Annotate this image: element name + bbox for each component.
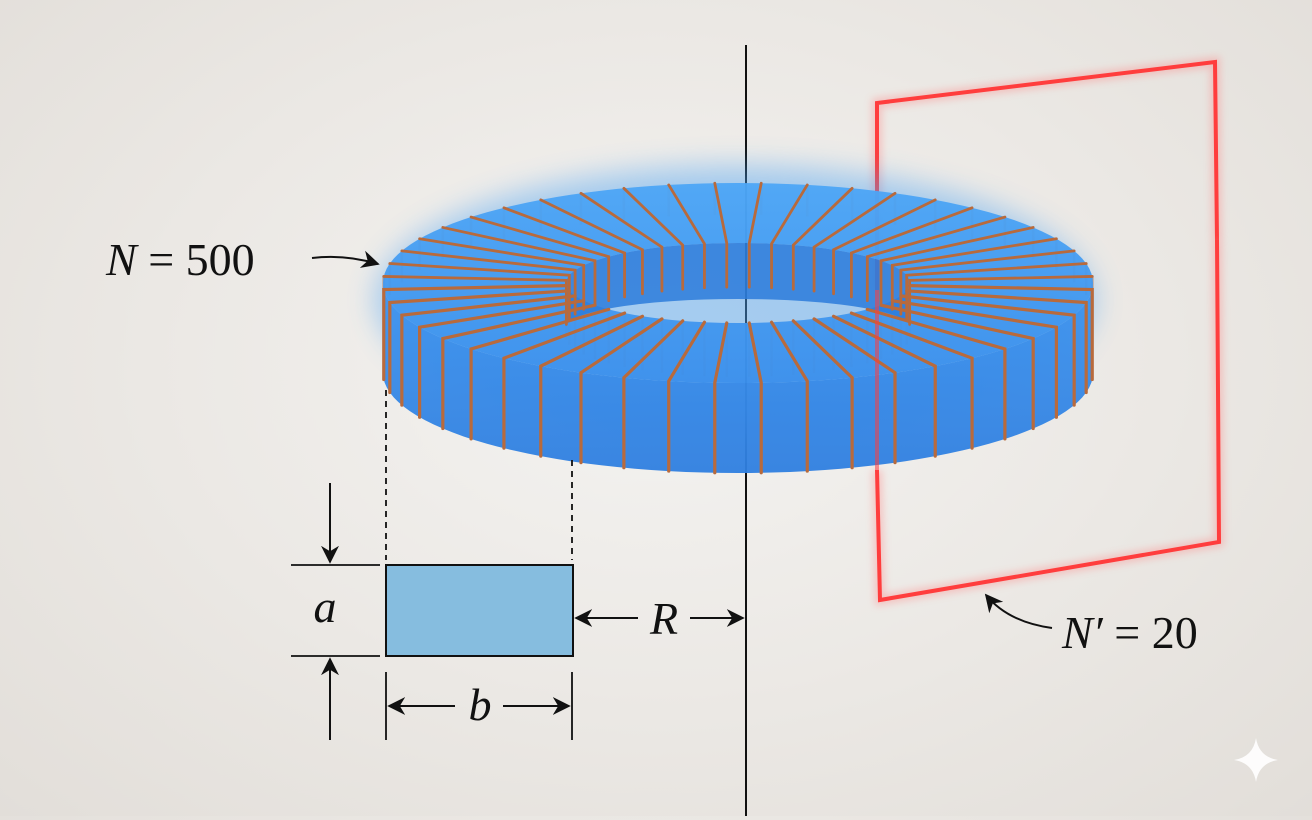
winding-turn xyxy=(791,186,854,291)
primary-turns-symbol: N xyxy=(105,234,139,285)
label-secondary-turns: N′ = 20 xyxy=(984,593,1198,658)
secondary-loop-front xyxy=(872,239,1225,606)
winding-turn xyxy=(747,321,763,475)
svg-text:N′ = 20: N′ = 20 xyxy=(1061,607,1198,658)
winding-turn xyxy=(899,294,1076,407)
toroid-top-surface xyxy=(383,183,1093,383)
primary-turns-value: = 500 xyxy=(137,234,255,285)
label-b: b xyxy=(469,679,492,730)
winding-turn xyxy=(502,206,626,299)
winding-turn xyxy=(667,183,706,290)
label-r: R xyxy=(649,593,678,644)
sparkle-icon xyxy=(1234,738,1278,782)
winding-turn xyxy=(770,183,809,290)
winding-front xyxy=(382,181,1094,475)
winding-turn xyxy=(890,299,1058,419)
toroid-side-surface xyxy=(383,283,1093,473)
winding-turn xyxy=(539,198,644,296)
winding-turn xyxy=(831,314,937,458)
winding-turn xyxy=(865,215,1007,303)
winding-turn xyxy=(865,307,1007,441)
winding-turn xyxy=(418,299,586,419)
winding-turn xyxy=(832,198,937,296)
winding-turn xyxy=(469,307,611,441)
winding-turn xyxy=(622,319,685,470)
svg-text:N = 500: N = 500 xyxy=(105,234,255,285)
label-a: a xyxy=(314,581,337,632)
winding-turn xyxy=(812,317,897,465)
winding-turn xyxy=(388,262,571,321)
winding-turn xyxy=(579,317,664,465)
dimension-a: a xyxy=(291,483,380,740)
winding-turn xyxy=(890,237,1058,311)
winding-turn xyxy=(388,289,571,395)
winding-turn xyxy=(400,294,577,407)
winding-turn xyxy=(469,215,611,303)
winding-turn xyxy=(382,275,568,326)
secondary-turns-symbol: N′ xyxy=(1061,607,1104,658)
winding-turn xyxy=(791,319,854,470)
winding-turn xyxy=(908,275,1094,326)
winding-turn xyxy=(382,284,568,382)
winding-turn xyxy=(769,320,809,473)
winding-turn xyxy=(905,289,1088,395)
dimension-r: R xyxy=(574,593,745,644)
winding-turn xyxy=(441,303,597,431)
winding-turn xyxy=(905,262,1088,321)
winding-turn xyxy=(713,321,729,475)
winding-turn xyxy=(879,226,1035,307)
winding-turn xyxy=(400,249,577,316)
winding-turn xyxy=(879,303,1035,431)
winding-turn xyxy=(418,237,586,311)
winding-turn xyxy=(502,311,627,450)
secondary-turns-value: = 20 xyxy=(1103,607,1198,658)
winding-turn xyxy=(908,284,1094,382)
winding-turn xyxy=(667,320,707,473)
winding-turn xyxy=(899,249,1076,316)
winding-turn xyxy=(849,311,974,450)
toroid-core xyxy=(375,165,1095,475)
winding-turn xyxy=(850,206,974,299)
label-primary-turns: N = 500 xyxy=(105,234,380,285)
winding-turn xyxy=(441,226,597,307)
toroid-inner-wall xyxy=(566,243,910,327)
dimension-b: b xyxy=(385,672,573,740)
winding-turn xyxy=(812,191,897,293)
winding-turn xyxy=(747,181,763,289)
winding-turn xyxy=(622,186,685,291)
winding-turn xyxy=(539,314,645,458)
cross-section-rect xyxy=(385,564,574,657)
winding-turn xyxy=(713,181,729,289)
winding-turn xyxy=(579,191,664,293)
